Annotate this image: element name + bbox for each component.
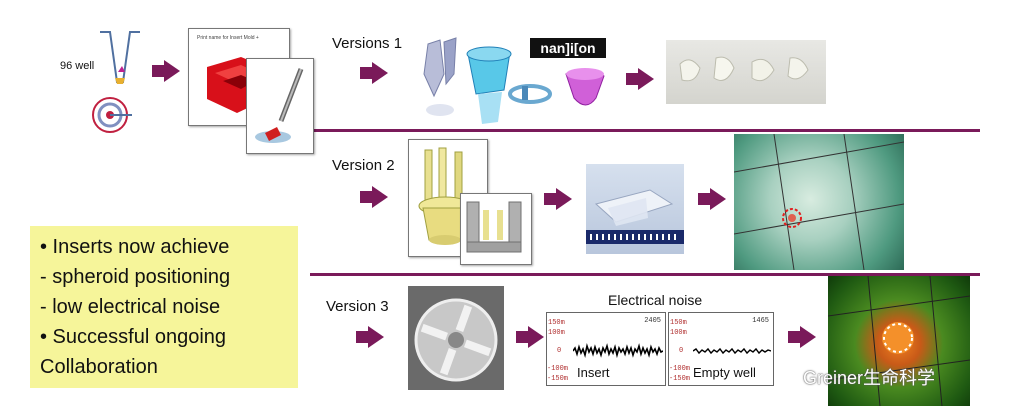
version-2-section-panel bbox=[460, 193, 532, 265]
version-1-insert-models bbox=[423, 37, 605, 124]
section-view-model bbox=[466, 201, 522, 253]
pen-sketch-panel bbox=[246, 58, 314, 154]
flow-arrow bbox=[544, 188, 572, 210]
noise-trace bbox=[693, 347, 771, 355]
plot-corner-text: 1465 bbox=[752, 317, 769, 325]
blue-insert-model bbox=[466, 46, 512, 124]
plot-caption: Insert bbox=[577, 365, 610, 380]
grey-insert-model bbox=[423, 37, 457, 116]
y-tick: -100m bbox=[669, 365, 691, 373]
bullet-line: • Inserts now achieve bbox=[40, 236, 230, 258]
row-divider-2 bbox=[310, 273, 980, 276]
y-tick: 0 bbox=[679, 347, 684, 355]
spheroid-microscopy-photo bbox=[734, 134, 904, 270]
cad-document-title: Print name for Insert Mold + bbox=[197, 35, 259, 41]
row-divider-1 bbox=[310, 129, 980, 132]
y-tick: -150m bbox=[669, 375, 691, 383]
fluorescence-microscopy-photo bbox=[828, 276, 970, 406]
flow-arrow bbox=[360, 186, 388, 208]
version-3-insert-photo bbox=[408, 286, 504, 390]
flow-arrow bbox=[516, 326, 544, 348]
brand-logo: nan]i[on bbox=[530, 38, 606, 58]
version-2-label: Version 2 bbox=[332, 157, 395, 174]
pen-sketch bbox=[255, 68, 304, 143]
well-label: 96 well bbox=[60, 60, 95, 72]
plot-caption: Empty well bbox=[693, 365, 756, 380]
electrode-chip-photo bbox=[586, 164, 684, 254]
versions-1-label: Versions 1 bbox=[332, 35, 403, 52]
y-tick: 100m bbox=[670, 329, 687, 337]
target-icon bbox=[92, 97, 132, 133]
yellow-insert-model bbox=[418, 147, 472, 245]
noise-plot-empty-well: 150m 100m 0 -100m -150m 1465 Empty well bbox=[668, 312, 774, 386]
y-tick: 100m bbox=[548, 329, 565, 337]
purple-insert-model bbox=[565, 68, 605, 106]
flow-arrow bbox=[698, 188, 726, 210]
bullet-line: - low electrical noise bbox=[40, 296, 221, 318]
version-3-label: Version 3 bbox=[326, 298, 389, 315]
y-tick: 0 bbox=[557, 347, 562, 355]
y-tick: -150m bbox=[547, 375, 569, 383]
y-tick: 150m bbox=[670, 319, 687, 327]
plot-corner-text: 2405 bbox=[644, 317, 661, 325]
flow-arrow bbox=[360, 62, 388, 84]
flow-arrow bbox=[626, 68, 654, 90]
flow-arrow bbox=[356, 326, 384, 348]
bullet-line: • Successful ongoing bbox=[40, 326, 227, 348]
chat-bubble-icon bbox=[780, 371, 800, 388]
y-tick: 150m bbox=[548, 319, 565, 327]
flow-arrow bbox=[788, 326, 816, 348]
well-schematic bbox=[100, 31, 140, 84]
noise-plot-insert: 150m 100m 0 -100m -150m 2405 Insert bbox=[546, 312, 666, 386]
noise-trace bbox=[573, 343, 663, 359]
noise-title: Electrical noise bbox=[608, 292, 703, 308]
flow-arrow bbox=[152, 60, 180, 82]
summary-note: • Inserts now achieve - spheroid positio… bbox=[30, 226, 298, 388]
bullet-line: Collaboration bbox=[40, 356, 158, 378]
bullet-line: - spheroid positioning bbox=[40, 266, 231, 288]
ring-insert-model bbox=[508, 84, 552, 104]
watermark: Greiner生命科学 bbox=[780, 364, 935, 390]
printed-inserts-photo bbox=[666, 40, 826, 104]
y-tick: -100m bbox=[547, 365, 569, 373]
watermark-text: Greiner生命科学 bbox=[803, 368, 936, 388]
